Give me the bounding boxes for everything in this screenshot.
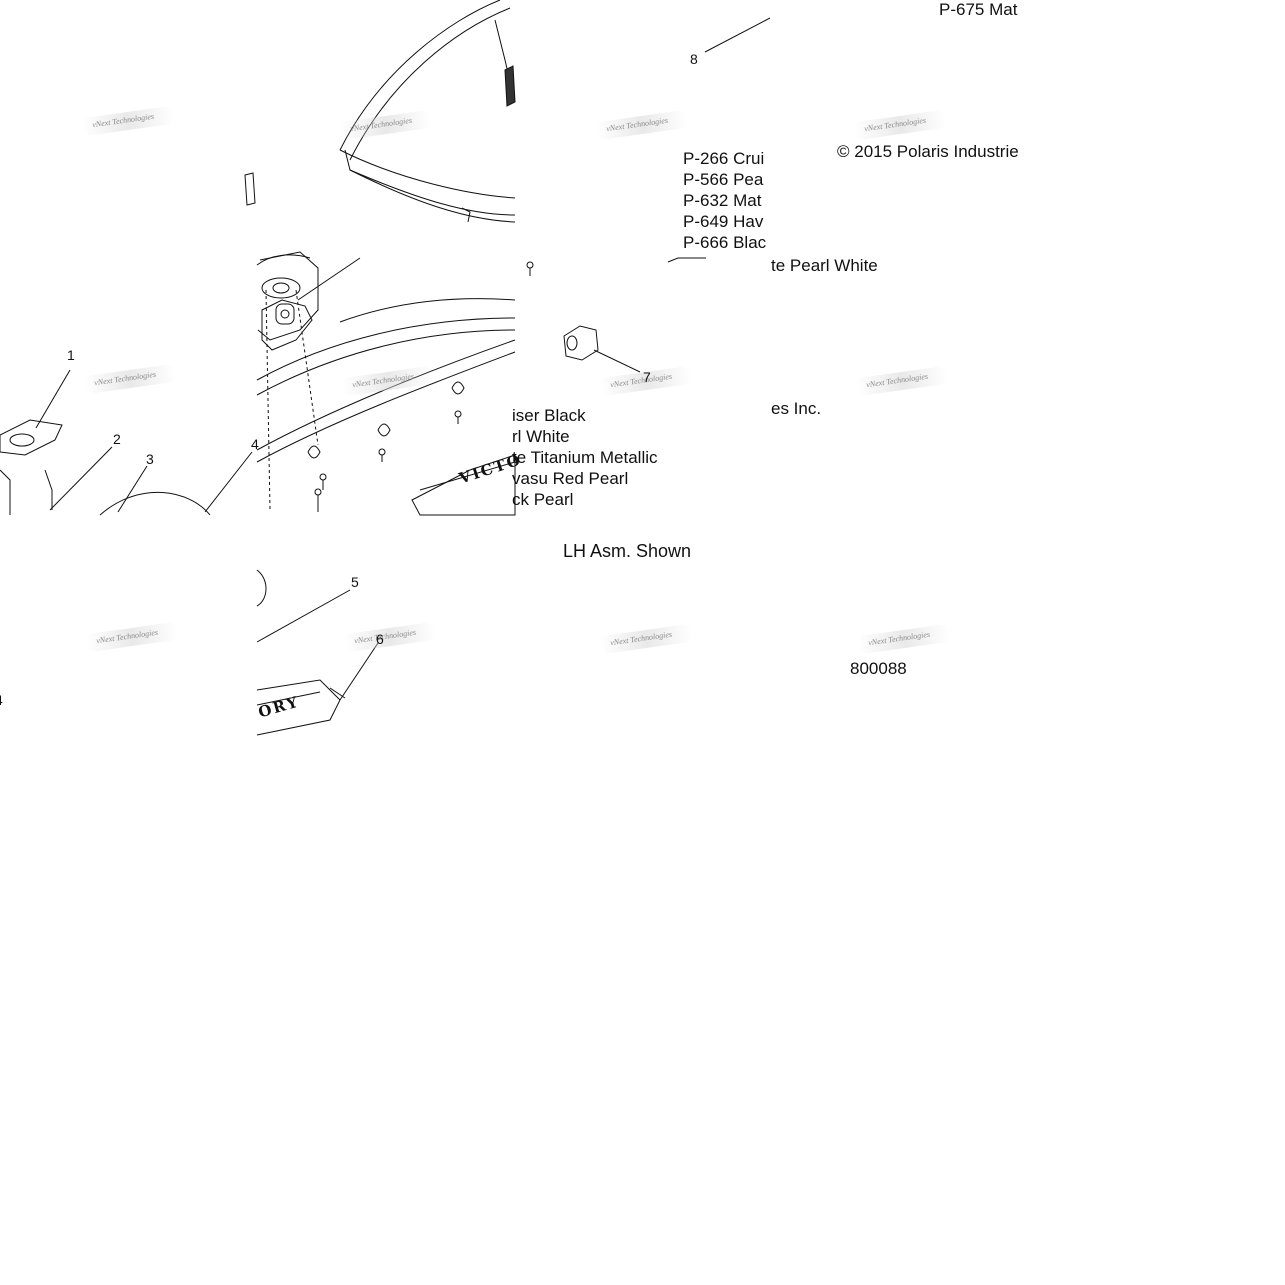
callout-8: 8 xyxy=(690,51,698,67)
lid-inner-drawing xyxy=(256,251,534,516)
paint-code-p666: P-666 Blac xyxy=(683,233,767,252)
callout-2: 2 xyxy=(113,431,121,447)
paint-code-p566: P-566 Pea xyxy=(683,170,764,189)
paint-name-fragment: ck Pearl xyxy=(512,490,574,509)
callout-7: 7 xyxy=(643,369,651,385)
callout-3: 3 xyxy=(146,451,154,467)
callout-6: 6 xyxy=(376,631,384,647)
paint-code-p675: P-675 Mat xyxy=(939,0,1018,19)
callout-4: 4 xyxy=(251,436,259,452)
paint-name-fragment: rl White xyxy=(512,427,570,446)
assembly-caption: LH Asm. Shown xyxy=(563,541,692,561)
paint-name-fragment: iser Black xyxy=(512,406,586,425)
lid-top-drawing xyxy=(244,0,516,223)
paint-code-p649: P-649 Hav xyxy=(683,212,764,231)
copyright-text-fragment: es Inc. xyxy=(771,399,822,418)
callout-5: 5 xyxy=(351,574,359,590)
paint-name-fragment: te Pearl White xyxy=(771,256,878,275)
callout-1: 1 xyxy=(67,347,75,363)
end-cap-drawing xyxy=(256,569,379,736)
latch-drawing xyxy=(0,369,253,516)
copyright-text: © 2015 Polaris Industrie xyxy=(837,142,1019,161)
spacer-drawing xyxy=(563,17,771,373)
paint-name-fragment: te Titanium Metallic xyxy=(512,448,658,467)
diagram-number: 800088 xyxy=(850,659,907,678)
paint-code-p266: P-266 Crui xyxy=(683,149,765,168)
paint-code-p632: P-632 Mat xyxy=(683,191,762,210)
callout-4-partial: 4 xyxy=(0,692,3,708)
paint-name-fragment: vasu Red Pearl xyxy=(512,469,629,488)
